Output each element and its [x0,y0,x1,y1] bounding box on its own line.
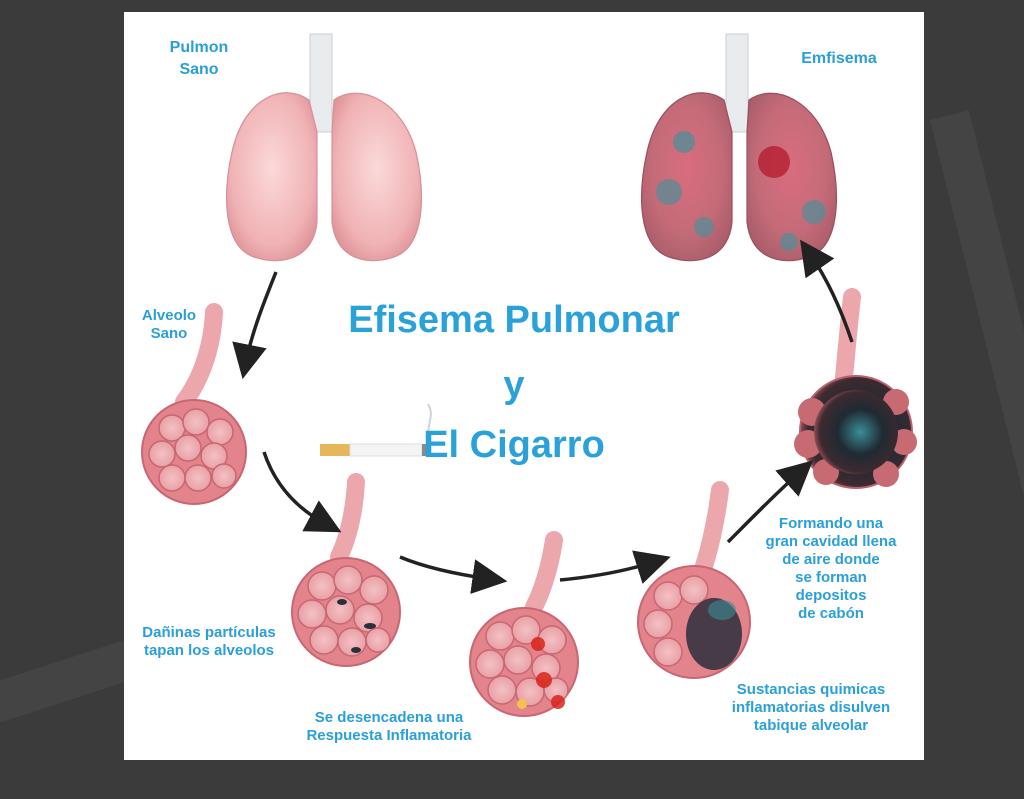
label-inflammatory-response: Se desencadena una Respuesta Inflamatori… [306,709,472,744]
alveolus-cell [503,645,533,675]
alveolus-cell [679,575,709,605]
trachea [725,33,749,133]
alveolus-cell [359,575,389,605]
inflammation-spot [536,672,552,688]
alveolus-cell [182,408,210,436]
emphysema-spot [780,233,798,251]
arrow-icon [399,555,508,594]
emphysema-spot [673,131,695,153]
inflamed-alveolus-illustration [469,531,579,717]
alveolus-cell [325,595,355,625]
cigarette-filter [320,444,350,456]
title-line-3: El Cigarro [423,424,605,466]
emphysema-spot [802,200,826,224]
alveolus-cell [148,440,176,468]
background-stripe [930,110,1024,799]
emphysema-lung-illustration [640,33,838,262]
emphysema-spot [694,217,714,237]
healthy-lung-illustration [225,33,423,262]
dissolving-alveolus-illustration [637,481,751,679]
alveolus-cell [309,625,339,655]
bronchiole [693,481,729,581]
carbon-cavity-illustration [794,288,917,489]
trachea [309,33,333,133]
alveolus-cell [653,581,683,611]
label-emphysema: Emfisema [801,50,877,67]
healthy-alveolus-illustration [141,303,247,505]
label-cavity: Formando una gran cavidad llena de aire … [765,515,897,622]
diagram-canvas [141,33,917,717]
alveolus-cell [475,649,505,679]
bronchiole [175,303,223,411]
alveolus-cell [211,463,237,489]
alveolus-cell [184,464,212,492]
alveolus-cell [485,621,515,651]
inflammation-spot [531,637,545,651]
alveolus-cell [643,609,673,639]
label-chemicals: Sustancias quimicas inflamatorias disulv… [731,681,891,734]
title-line-1: Efisema Pulmonar [348,299,680,341]
label-harmful-particles: Dañinas partículas tapan los alveolos [142,624,276,659]
slide: Efisema Pulmonar y El Cigarro Pulmon San… [124,12,924,760]
alveolus-cell [511,615,541,645]
emphysema-spot [656,179,682,205]
alveolus-cell [365,627,391,653]
cigarette-ash [422,444,430,456]
left-lung [225,92,318,262]
emphysema-spot [758,146,790,178]
arrow-icon [262,451,342,533]
alveolus-cell [206,418,234,446]
alveolus-cell [653,637,683,667]
cigarette-illustration [320,403,432,457]
particle [364,623,376,629]
bronchiole [835,288,861,386]
blocked-alveolus-illustration [291,473,401,667]
arrow-icon [726,460,814,544]
arrow-icon [559,550,671,584]
particle [351,647,361,653]
label-healthy-lung: Pulmon Sano [169,39,229,78]
particle [337,599,347,605]
alveolus-cell [297,599,327,629]
arrow-icon [232,271,278,380]
alveolus-cell [333,565,363,595]
bronchiole [525,531,563,616]
alveolus-cell [307,571,337,601]
smoke-icon [427,403,432,441]
alveolus-cell [487,675,517,705]
bronchiole [330,473,365,566]
title-line-2: y [503,364,525,406]
left-lung [640,92,733,262]
cavity-core [814,390,898,474]
damage-area [708,600,736,620]
right-lung [331,92,423,262]
inflammation-spot [517,699,527,709]
alveolus-cell [158,464,186,492]
inflammation-spot [551,695,565,709]
label-healthy-alveolus: Alveolo Sano [141,307,197,342]
cavity-bump [873,461,899,487]
arrow-icon [800,239,854,343]
alveolus-cell [174,434,202,462]
